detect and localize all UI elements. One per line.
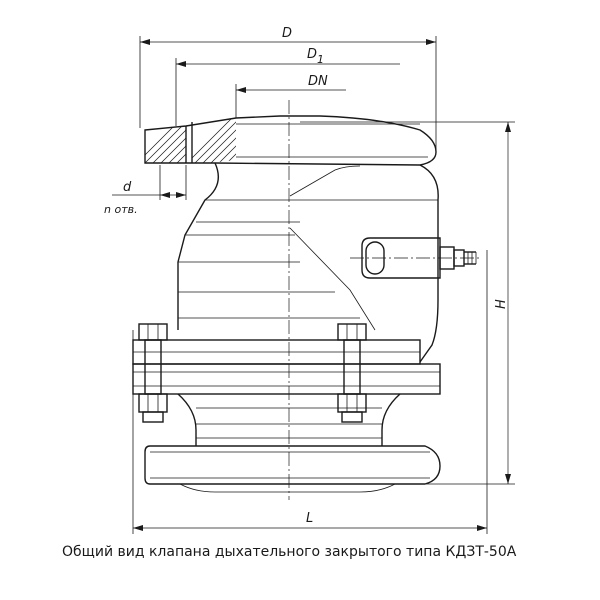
valve-body	[177, 162, 439, 363]
drawing-caption: Общий вид клапана дыхательного закрытого…	[62, 544, 517, 560]
dimension-L: L	[132, 250, 488, 534]
bottom-flange	[144, 445, 441, 493]
middle-flange-joint	[132, 339, 441, 395]
dimension-DN: DN	[235, 74, 346, 118]
dimension-D1: D1	[175, 47, 400, 126]
bolt-right	[337, 323, 367, 423]
label-D1: D1	[307, 47, 324, 66]
dimension-H: H	[300, 121, 515, 485]
bolt-left	[138, 323, 168, 423]
lower-neck	[177, 393, 401, 446]
label-DN: DN	[308, 74, 328, 89]
label-d: d	[123, 180, 132, 195]
label-D: D	[282, 26, 292, 41]
label-H: H	[494, 299, 509, 309]
dimension-D: D	[139, 26, 437, 150]
dimension-d: d n отв.	[104, 165, 187, 216]
side-port-fitting	[361, 237, 477, 279]
label-L: L	[306, 511, 313, 526]
label-n-otv: n отв.	[104, 203, 138, 216]
